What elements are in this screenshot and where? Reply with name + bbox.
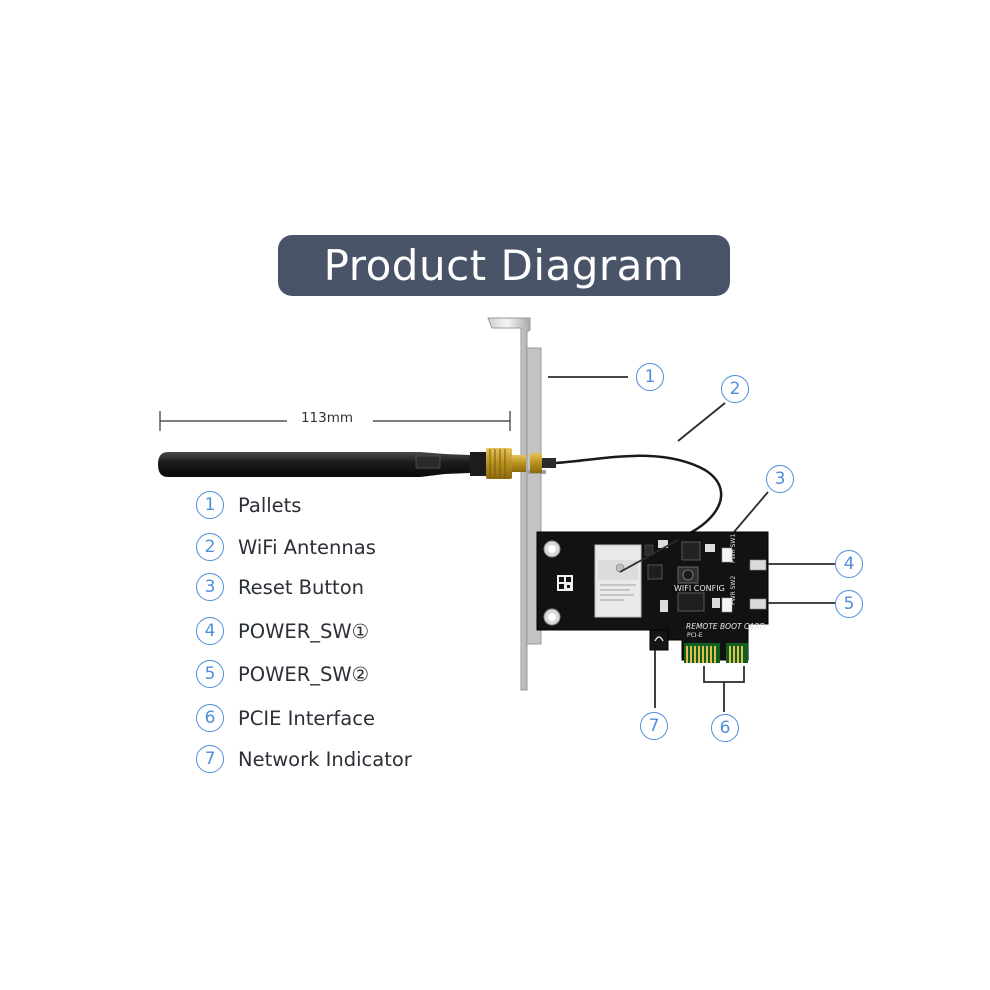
dimension-label: 113mm <box>287 410 367 426</box>
callout-5: 5 <box>835 590 863 618</box>
callout-leaders <box>548 376 836 712</box>
title-banner: Product Diagram <box>278 235 730 296</box>
legend-item: 4 POWER_SW① <box>196 614 369 648</box>
wifi-config-print: WIFI CONFIG <box>674 584 725 593</box>
legend-item: 6 PCIE Interface <box>196 701 375 735</box>
legend-number: 3 <box>196 573 224 601</box>
callout-2: 2 <box>721 375 749 403</box>
legend-label: Pallets <box>238 493 302 517</box>
legend-number: 5 <box>196 660 224 688</box>
legend-item: 3 Reset Button <box>196 570 364 604</box>
metal-bracket <box>487 317 546 691</box>
pcb-board <box>536 531 769 663</box>
legend-item: 1 Pallets <box>196 488 301 522</box>
legend-number: 4 <box>196 617 224 645</box>
remote-boot-card-print: REMOTE BOOT CARD <box>686 622 766 631</box>
legend-label: WiFi Antennas <box>238 535 376 559</box>
legend-label: Network Indicator <box>238 747 412 771</box>
legend-item: 2 WiFi Antennas <box>196 530 376 564</box>
legend-item: 7 Network Indicator <box>196 742 412 776</box>
legend-label: POWER_SW① <box>238 619 370 643</box>
legend-label: POWER_SW② <box>238 662 370 686</box>
legend-label: Reset Button <box>238 575 364 599</box>
legend-number: 1 <box>196 491 224 519</box>
legend-number: 2 <box>196 533 224 561</box>
callout-7: 7 <box>640 712 668 740</box>
sw2-print: PWR SW2 <box>730 575 737 605</box>
sw1-print: PWR SW1 <box>730 533 737 563</box>
callout-1: 1 <box>636 363 664 391</box>
legend-number: 7 <box>196 745 224 773</box>
callout-4: 4 <box>835 550 863 578</box>
pcie-print: PCI-E <box>687 632 703 639</box>
legend-item: 5 POWER_SW② <box>196 657 369 691</box>
legend-number: 6 <box>196 704 224 732</box>
legend-label: PCIE Interface <box>238 706 375 730</box>
antenna <box>158 448 526 479</box>
callout-3: 3 <box>766 465 794 493</box>
page-title: Product Diagram <box>323 240 685 290</box>
dimension-line <box>159 411 511 431</box>
callout-6: 6 <box>711 714 739 742</box>
